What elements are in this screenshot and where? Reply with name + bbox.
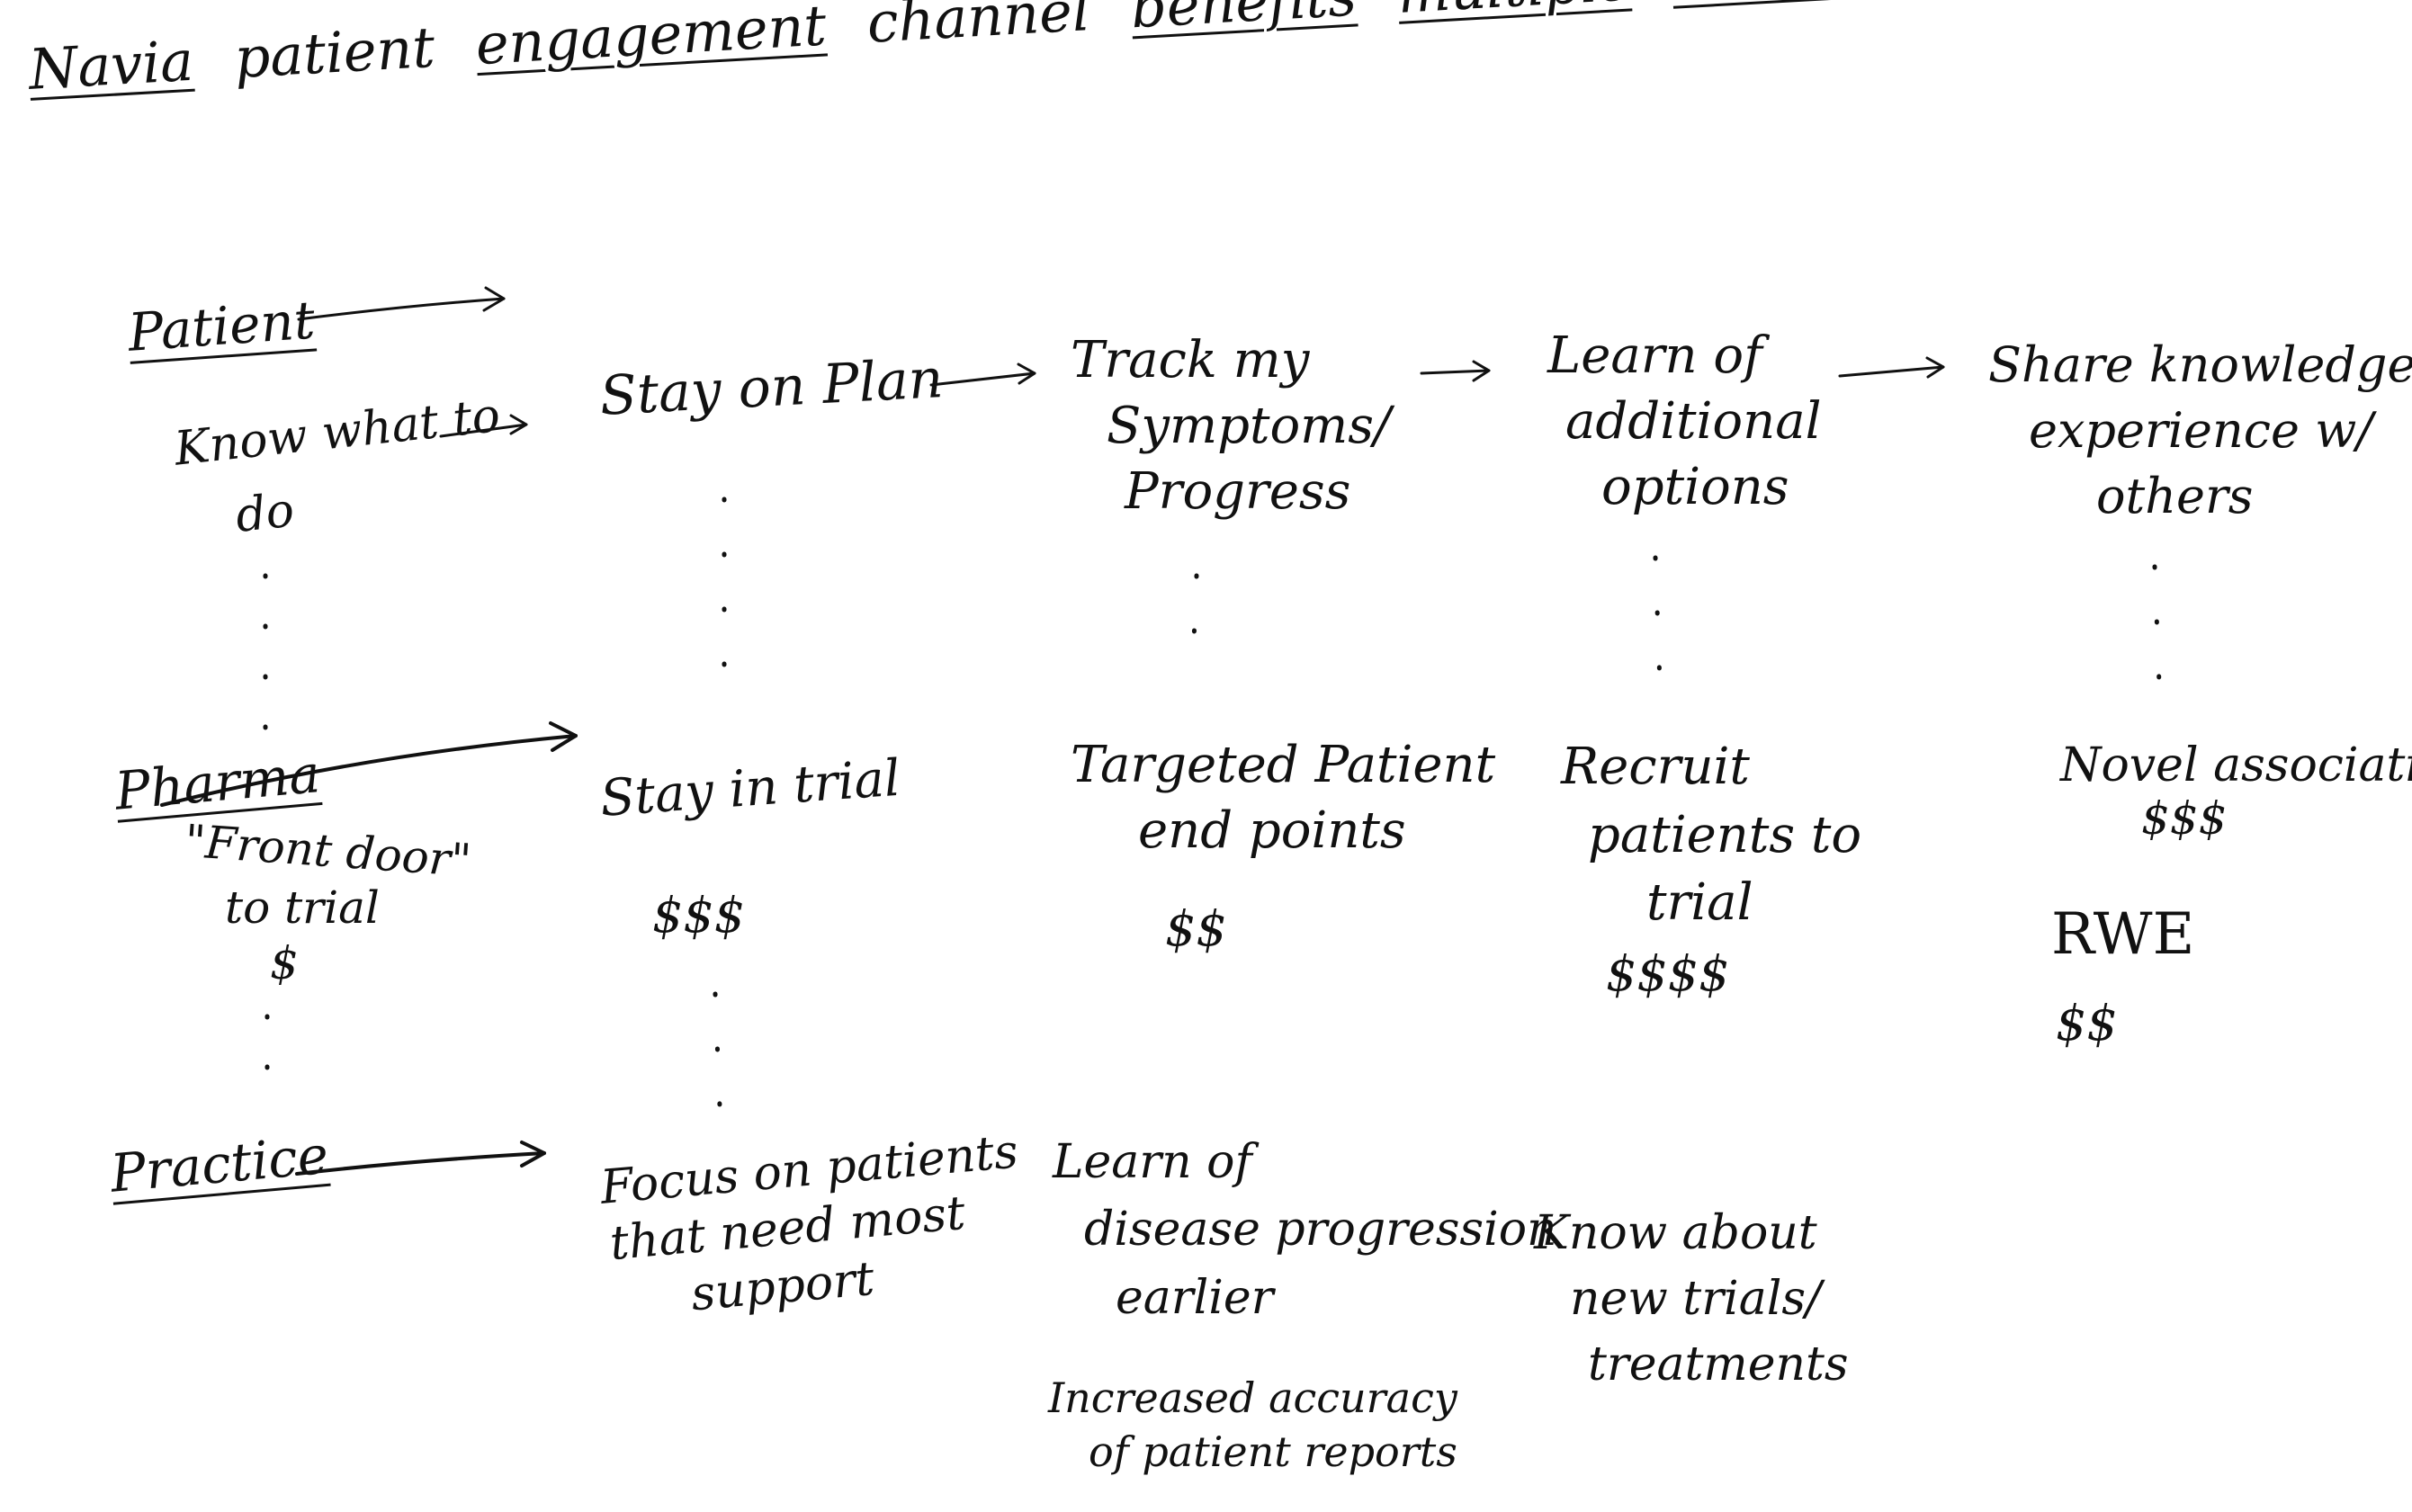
title-word: patient [232, 13, 437, 92]
pharma-start-node: "Front door" to trial $ [183, 815, 472, 992]
node-line: Increased accuracy [1048, 1373, 1457, 1422]
node-line: trial [1646, 873, 1753, 933]
pharma-cost-novel-associations: $$$ [2141, 792, 2228, 845]
title-word: channel [865, 0, 1092, 56]
pharma-step-recruit-patients: Recruit patients to trial [1561, 733, 1861, 937]
node-line: additional [1565, 391, 1822, 451]
arrow-head [1017, 362, 1036, 385]
node-line: Stay on Plan [598, 347, 945, 428]
arrow-head [509, 414, 528, 435]
node-line: Stay in trial [598, 748, 902, 828]
dotted-connector-track-column [1189, 573, 1199, 686]
patient-row-arrow [297, 297, 506, 321]
node-line: Learn of [1547, 327, 1762, 385]
pharma-cost-recruit-patients: $$$$ [1606, 945, 1730, 1002]
node-line: Novel associations [2060, 738, 2412, 792]
dotted-connector-share-column [2152, 564, 2162, 686]
pharma-step-rwe: RWE [2051, 901, 2195, 968]
node-line: end points [1138, 801, 1406, 860]
patient-step-stay-on-plan: Stay on Plan [598, 346, 945, 430]
pharma-cost-targeted-endpoints: $$ [1165, 900, 1227, 957]
node-line: patients to [1588, 805, 1862, 864]
node-line: $ [270, 937, 299, 989]
node-line: earlier [1116, 1270, 1274, 1325]
practice-step-disease-progression: Learn of disease progression earlier [1053, 1129, 1557, 1332]
title-word: engagement [473, 0, 829, 78]
pharma-cost-stay-in-trial: $$$ [652, 887, 746, 944]
dotted-connector-learn-column [1653, 555, 1663, 686]
title-word: Navia [27, 27, 195, 103]
node-line: to trial [225, 881, 380, 934]
node-line: others [2096, 467, 2254, 524]
arrow-stay-on-plan-to-track [929, 371, 1036, 387]
patient-step-learn-options: Learn of additional options [1547, 324, 1821, 520]
practice-row-arrow-head [520, 1141, 546, 1168]
practice-step-new-trials: Know about new trials/ treatments [1534, 1201, 1849, 1397]
node-line: Recruit [1561, 738, 1750, 796]
node-line: Track my [1071, 331, 1310, 389]
pharma-row-arrow-head [549, 721, 578, 752]
pharma-step-targeted-endpoints: Targeted Patient end points [1071, 733, 1495, 864]
node-line: new trials/ [1570, 1271, 1822, 1326]
node-line: Symptoms/ [1107, 396, 1391, 455]
arrow-learn-to-share [1838, 365, 1945, 378]
node-line: treatments [1588, 1337, 1849, 1391]
node-line: Learn of [1053, 1135, 1252, 1189]
practice-row-arrow [295, 1151, 546, 1176]
node-line: Targeted Patient [1071, 736, 1496, 794]
patient-start-node: Know what to do [171, 380, 511, 558]
arrow-head [1472, 360, 1491, 382]
row-label-patient: Patient [126, 289, 318, 363]
node-line: disease progression [1084, 1203, 1557, 1257]
pharma-step-novel-associations: Novel associations [2060, 738, 2412, 794]
node-line: of patient reports [1089, 1427, 1457, 1476]
practice-step-focus-patients: Focus on patients that need most support [598, 1123, 1030, 1330]
pharma-step-stay-in-trial: Stay in trial [598, 748, 902, 830]
title-word: benefits [1128, 0, 1358, 41]
title-word: customers/partners [1670, 0, 2227, 12]
node-line: experience w/ [2029, 401, 2373, 459]
node-line: Know about [1534, 1206, 1817, 1260]
pharma-cost-rwe: $$ [2056, 995, 2118, 1051]
node-line: Share knowledge/ [1988, 336, 2412, 393]
node-line: "Front door" [183, 814, 473, 888]
node-line: Progress [1125, 461, 1351, 521]
title-word: multiple [1395, 0, 1632, 27]
row-label-practice: Practice [108, 1123, 331, 1204]
patient-step-track-symptoms: Track my Symptoms/ Progress [1071, 328, 1391, 524]
arrow-track-to-learn [1420, 369, 1491, 375]
diagram-title: Navia patient engagement channel benefit… [27, 0, 2250, 104]
arrow-head [1925, 356, 1945, 379]
patient-row-arrow-head [482, 286, 506, 312]
patient-step-share-knowledge: Share knowledge/ experience w/ others [1988, 333, 2412, 530]
node-line: options [1601, 457, 1789, 516]
practice-step-report-accuracy: Increased accuracy of patient reports [1048, 1372, 1457, 1480]
row-label-pharma: Pharma [112, 743, 323, 822]
